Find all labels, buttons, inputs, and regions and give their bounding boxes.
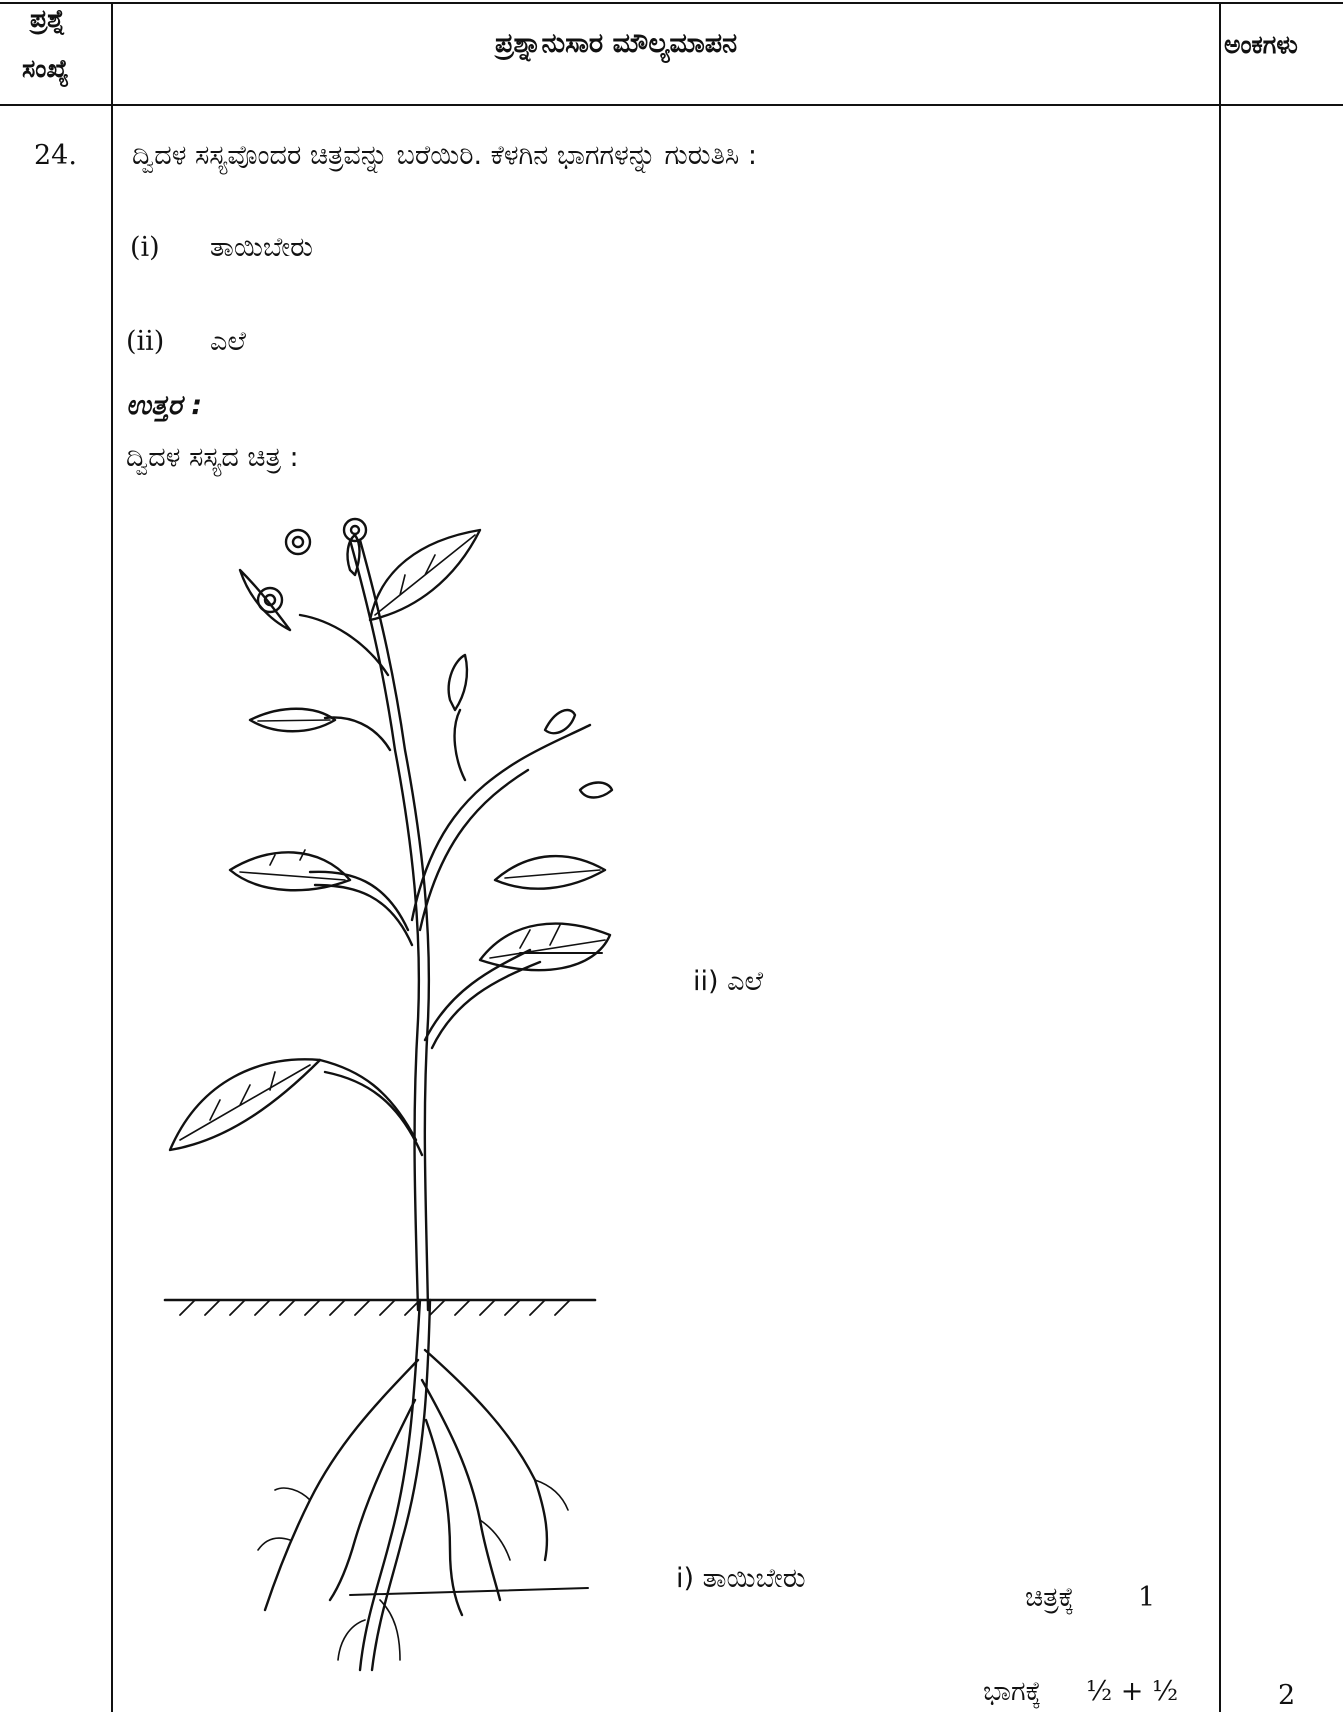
parts-marks-value: ½ + ½	[1086, 1676, 1178, 1707]
header-question-label-line2: ಸಂಖ್ಯೆ	[22, 54, 69, 84]
figure-marks-value: 1	[1138, 1582, 1155, 1613]
parts-marks-label: ಭಾಗಕ್ಕೆ	[983, 1676, 1041, 1708]
part-2-number: (ii)	[126, 326, 164, 357]
taproot-label: i) ತಾಯಿಬೇರು	[676, 1563, 806, 1595]
part-1-number: (i)	[130, 232, 160, 263]
column-divider-1	[111, 2, 113, 1712]
question-number: 24.	[34, 140, 77, 171]
total-marks: 2	[1278, 1680, 1295, 1711]
part-1-label: ತಾಯಿಬೇರು	[210, 232, 313, 264]
header-marks-label: ಅಂಕಗಳು	[1224, 30, 1298, 60]
header-question-label-line1: ಪ್ರಶ್ನೆ	[30, 4, 65, 34]
part-2-label: ಎಲೆ	[210, 326, 246, 358]
question-text: ದ್ವಿದಳ ಸಸ್ಯವೊಂದರ ಚಿತ್ರವನ್ನು ಬರೆಯಿರಿ. ಕೆಳ…	[132, 140, 757, 172]
figure-marks-label: ಚಿತ್ರಕ್ಕೆ	[1025, 1582, 1074, 1614]
table-top-border	[0, 2, 1343, 4]
answer-heading: ಉತ್ತರ :	[126, 390, 202, 422]
header-evaluation-title: ಪ್ರಶ್ನಾನುಸಾರ ಮೌಲ್ಯಮಾಪನ	[495, 28, 737, 60]
taproot-label-line	[350, 1588, 588, 1595]
column-divider-2	[1219, 2, 1221, 1712]
soil-hatching	[180, 1300, 570, 1315]
header-bottom-border	[0, 104, 1343, 106]
dicot-plant-drawing	[150, 500, 710, 1700]
leaf-label: ii) ಎಲೆ	[693, 966, 763, 998]
answer-caption: ದ್ವಿದಳ ಸಸ್ಯದ ಚಿತ್ರ :	[126, 442, 299, 474]
